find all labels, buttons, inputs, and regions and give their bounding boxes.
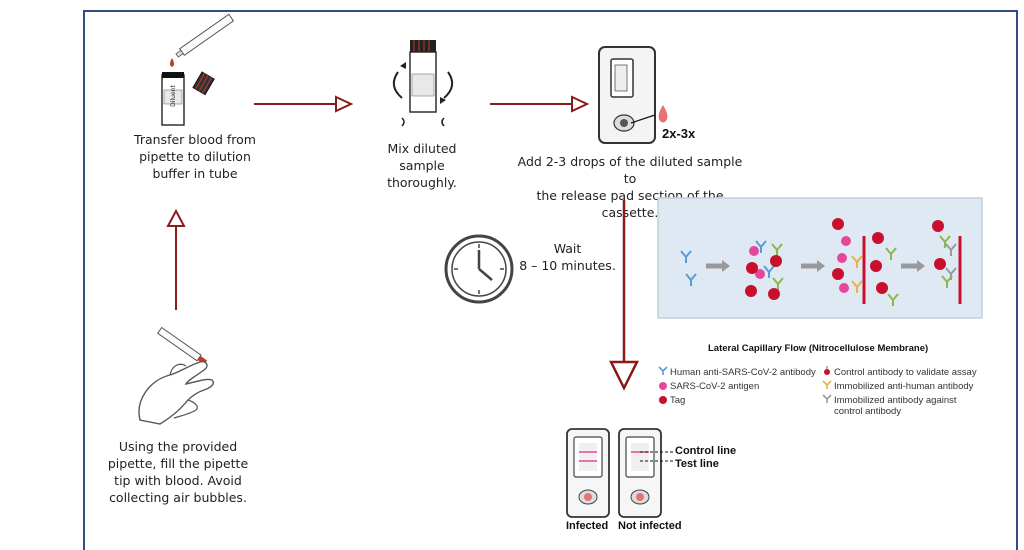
step-mix-text: Mix diluted sample thoroughly. xyxy=(387,141,457,190)
legend-anti-control-icon xyxy=(822,394,832,403)
legend-item: Control antibody to validate assay xyxy=(834,367,977,378)
arrow-up-icon xyxy=(166,208,186,310)
line-pointers xyxy=(640,451,674,462)
arrow-right-icon xyxy=(254,95,354,113)
figure-frame xyxy=(83,10,1018,550)
lateral-flow-panel xyxy=(657,197,983,319)
arrow-right-icon xyxy=(490,95,590,113)
cassette-infected-icon xyxy=(566,428,610,518)
mixing-tube-icon xyxy=(392,40,454,127)
legend-antigen-icon xyxy=(659,382,667,390)
legend-tag-icon xyxy=(659,396,667,404)
legend-item: SARS-CoV-2 antigen xyxy=(670,381,760,392)
clock-icon xyxy=(444,234,514,304)
tube-label: Diluent xyxy=(170,85,177,107)
legend-control-antibody-icon xyxy=(824,366,830,375)
step-fill-text: Using the provided pipette, fill the pip… xyxy=(107,439,249,505)
cassette-not-infected-icon xyxy=(618,428,662,518)
legend-human-antibody-icon xyxy=(658,366,668,375)
cassette-icon xyxy=(598,46,656,144)
arrow-down-icon xyxy=(608,200,640,391)
infected-label: Infected xyxy=(566,520,609,532)
legend-item: Human anti-SARS-CoV-2 antibody xyxy=(670,367,816,378)
control-line-label: Control line xyxy=(675,445,737,457)
panel-title: Lateral Capillary Flow (Nitrocellulose M… xyxy=(708,343,929,354)
legend-item: Immobilized antibody against control ant… xyxy=(834,395,957,417)
test-line-label: Test line xyxy=(675,458,719,470)
not-infected-label: Not infected xyxy=(618,520,682,532)
legend-item: Tag xyxy=(670,395,686,406)
blood-drop-icon xyxy=(658,105,668,123)
legend-anti-human-icon xyxy=(822,380,832,389)
step-transfer-text: Transfer blood from pipette to dilution … xyxy=(134,132,256,181)
legend-item: Immobilized anti-human antibody xyxy=(834,381,974,392)
hand-icon xyxy=(138,326,214,425)
wait-text: Wait 8 – 10 minutes. xyxy=(519,241,616,273)
tube-with-dropper-icon xyxy=(161,13,235,126)
drops-count: 2x-3x xyxy=(662,126,696,141)
step-add-text: Add 2-3 drops of the diluted sample to t… xyxy=(517,154,743,220)
